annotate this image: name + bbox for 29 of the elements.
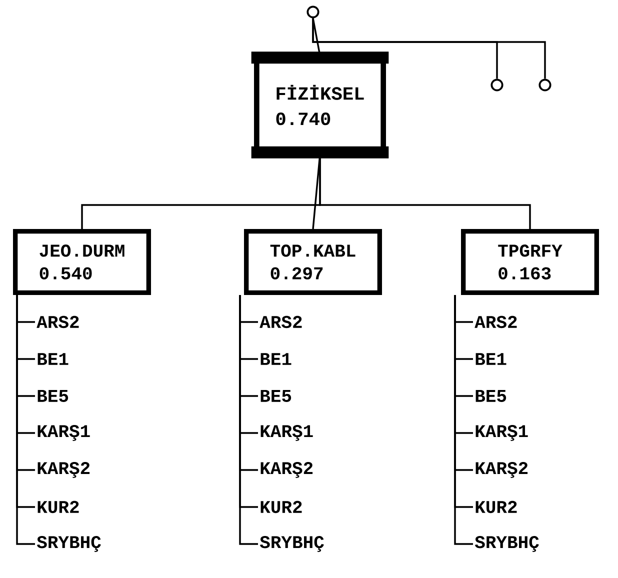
factor-box: JEO.DURM 0.540: [13, 229, 151, 295]
item-label: KARŞ2: [260, 462, 313, 478]
item-label: KARŞ1: [476, 425, 528, 441]
item-label: KUR2: [476, 500, 517, 514]
item-label: BE5: [476, 390, 506, 402]
item-label: SRYBHÇ: [260, 536, 324, 552]
item-label: ARS2: [36, 316, 79, 328]
factor-box: TPGRFY 0.163: [461, 229, 599, 295]
item-label: SRYBHÇ: [474, 536, 539, 552]
item-label: ARS2: [260, 316, 302, 328]
item-label: KARŞ1: [260, 425, 313, 441]
item-label: BE1: [476, 353, 506, 365]
item-label: KARŞ1: [38, 425, 90, 441]
factor-box: TOP.KABL 0.297: [244, 229, 382, 295]
item-label: KARŞ2: [38, 462, 90, 478]
item-label: SRYBHÇ: [36, 536, 101, 552]
connector-circle: [538, 78, 552, 92]
item-label: BE5: [260, 390, 292, 402]
item-label: KUR2: [260, 500, 302, 514]
connector-line: [312, 18, 546, 79]
item-label: BE5: [38, 390, 68, 402]
item-label: BE1: [38, 353, 68, 365]
item-label: BE1: [260, 353, 292, 365]
connector-circle: [490, 78, 504, 92]
connector-circle: [306, 6, 320, 18]
factor-box: FİZİKSEL 0.740: [251, 52, 389, 158]
item-label: ARS2: [474, 316, 517, 328]
item-label: KARŞ2: [476, 462, 528, 478]
item-label: KUR2: [38, 500, 79, 514]
